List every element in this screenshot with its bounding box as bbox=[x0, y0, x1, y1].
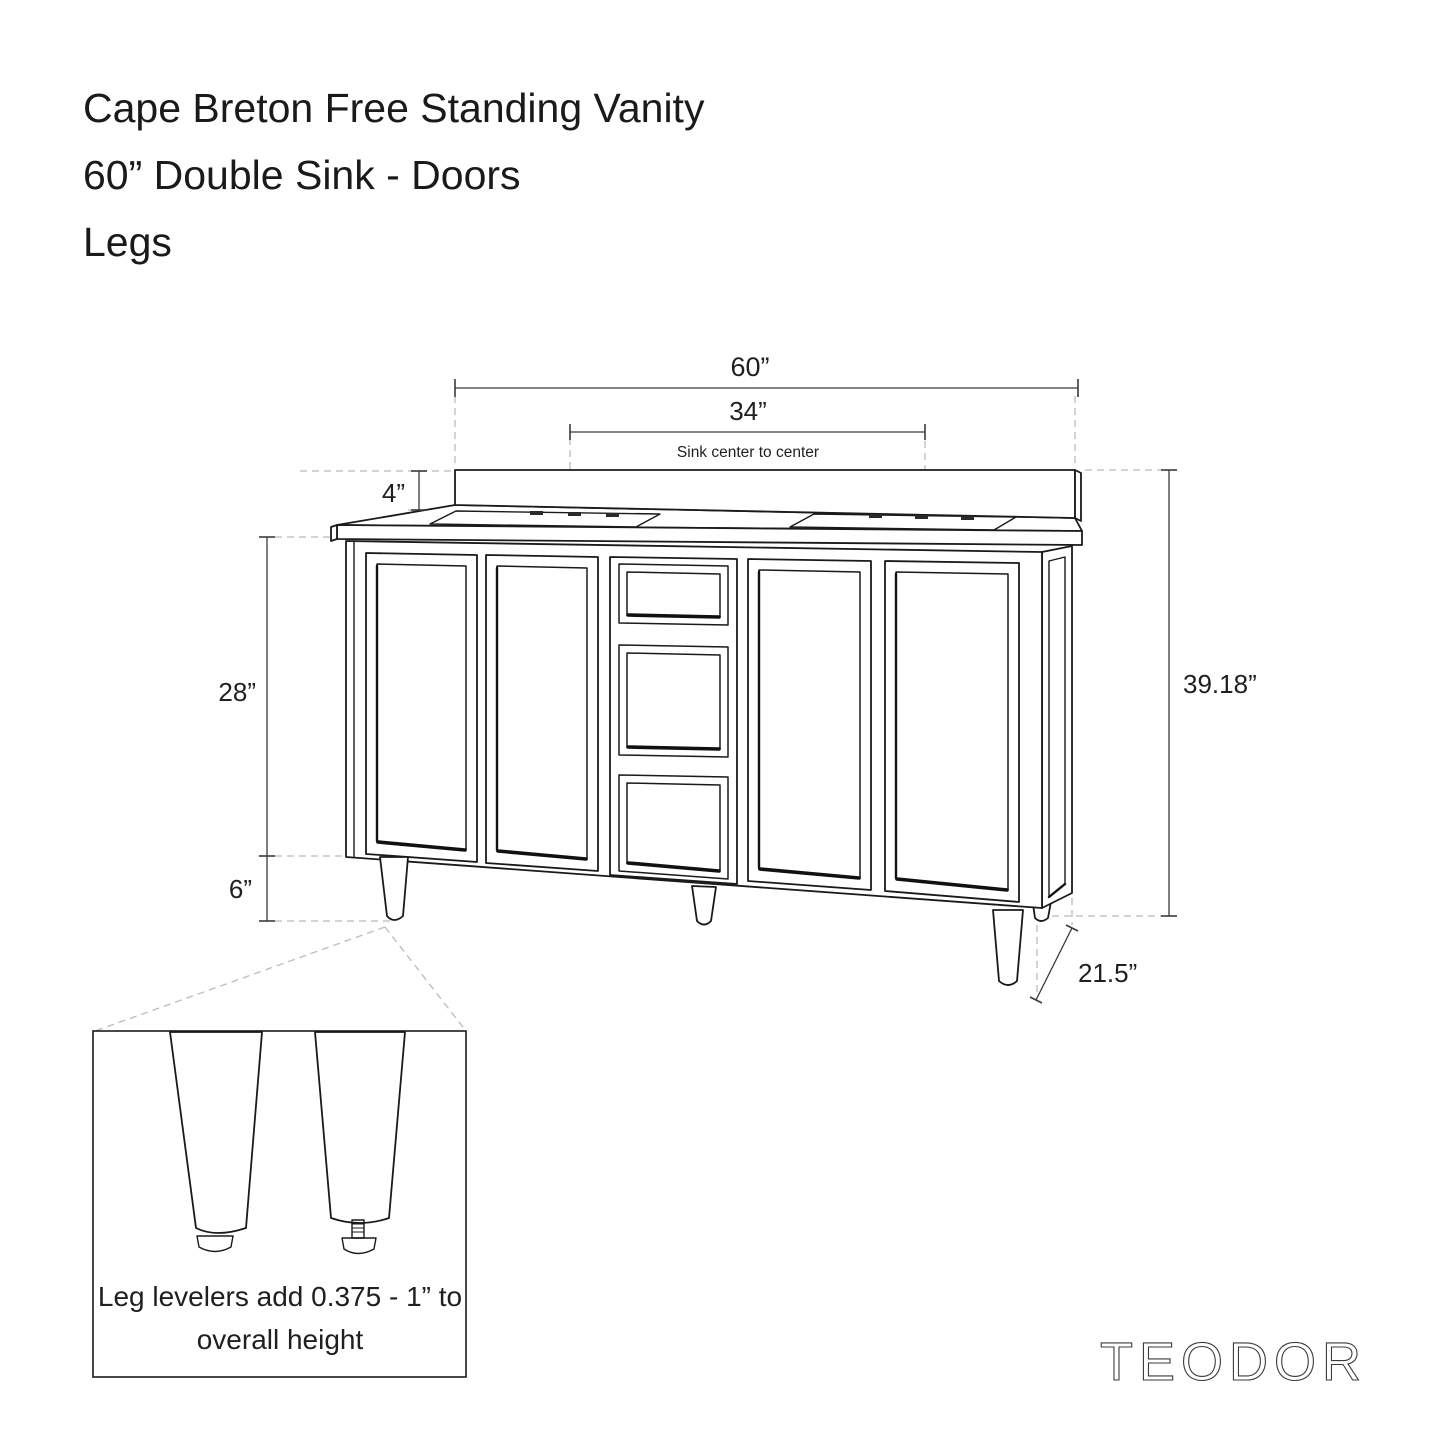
dimension-sink-center-label: 34” bbox=[729, 396, 767, 426]
dimension-cabinet-height-label: 28” bbox=[218, 677, 256, 707]
screw-thread-lines bbox=[352, 1223, 364, 1233]
dimension-line bbox=[1035, 927, 1073, 1001]
door-right-2-shadow bbox=[895, 877, 1009, 892]
dimension-backsplash-label: 4” bbox=[382, 478, 405, 508]
side-panel bbox=[1041, 545, 1073, 909]
dimension-tick bbox=[1065, 924, 1079, 932]
dimension-depth: 21.5” bbox=[1029, 924, 1137, 1004]
title-line-3: Legs bbox=[83, 219, 172, 265]
dimension-overall-width-label: 60” bbox=[730, 352, 769, 382]
drawer-stack bbox=[609, 556, 738, 885]
door-right-2 bbox=[884, 560, 1020, 903]
title-line-1: Cape Breton Free Standing Vanity bbox=[83, 85, 705, 131]
drawer-top-panel bbox=[626, 571, 721, 618]
dimension-tick bbox=[1029, 996, 1043, 1004]
dimension-sink-center: 34” Sink center to center bbox=[569, 396, 926, 461]
door-left-2-shadow bbox=[496, 849, 588, 861]
dimension-overall-height: 39.18” bbox=[1161, 469, 1257, 917]
faucet-holes-left bbox=[530, 511, 619, 517]
drawing-title: Cape Breton Free Standing Vanity 60” Dou… bbox=[83, 85, 705, 265]
leg-detail-note-line-2: overall height bbox=[197, 1324, 364, 1355]
door-right-1-shadow bbox=[758, 867, 861, 880]
vanity-leg-front-left bbox=[379, 856, 409, 921]
door-right-2-panel bbox=[895, 571, 1009, 891]
brand-logo: TEODOR bbox=[1100, 1332, 1367, 1392]
dimension-overall-height-label: 39.18” bbox=[1183, 669, 1257, 699]
dimension-backsplash: 4” bbox=[382, 470, 427, 511]
sink-cutout-right bbox=[789, 513, 1017, 531]
door-right-1 bbox=[747, 558, 872, 891]
drawer-bottom-panel bbox=[626, 782, 721, 872]
title-line-2: 60” Double Sink - Doors bbox=[83, 152, 521, 198]
detail-leveler-right bbox=[341, 1237, 377, 1255]
dimension-overall-width: 60” bbox=[454, 352, 1079, 397]
drawer-middle-shadow bbox=[626, 745, 721, 751]
vanity-leg-front-right bbox=[992, 909, 1024, 986]
leg-detail-note-line-1: Leg levelers add 0.375 - 1” to bbox=[98, 1281, 462, 1312]
detail-leg-right bbox=[314, 1031, 406, 1224]
drawer-bottom-shadow bbox=[626, 861, 721, 873]
backsplash-right-cap bbox=[1074, 469, 1082, 522]
door-left-2-panel bbox=[496, 565, 588, 860]
leg-detail-box bbox=[92, 1030, 467, 1378]
leader-leg-detail-left bbox=[94, 926, 386, 1032]
drawer-middle-panel bbox=[626, 652, 721, 750]
dimension-depth-label: 21.5” bbox=[1078, 958, 1137, 988]
door-right-1-panel bbox=[758, 569, 861, 879]
detail-leveler-left bbox=[196, 1235, 234, 1253]
dimension-sink-center-note: Sink center to center bbox=[677, 444, 819, 461]
drawer-top-shadow bbox=[626, 613, 721, 619]
door-left-2 bbox=[485, 554, 599, 872]
leg-detail-inset: Leg levelers add 0.375 - 1” to overall h… bbox=[92, 1030, 467, 1378]
door-left-1-panel bbox=[376, 563, 467, 851]
leader-leg-detail-right bbox=[384, 926, 467, 1032]
sink-cutout-left bbox=[429, 510, 661, 528]
detail-leg-left bbox=[169, 1031, 263, 1234]
vanity-leg-front-middle bbox=[691, 885, 717, 926]
dimension-cabinet-and-legs: 28” 6” bbox=[218, 536, 275, 922]
dimension-leg-height-label: 6” bbox=[229, 874, 252, 904]
side-panel-shadow bbox=[1047, 882, 1067, 899]
vanity-drawing bbox=[330, 469, 1083, 986]
countertop-left-cap bbox=[330, 524, 338, 542]
door-left-1-shadow bbox=[376, 840, 467, 852]
faucet-holes-right bbox=[869, 514, 974, 520]
door-left-1 bbox=[365, 552, 478, 863]
